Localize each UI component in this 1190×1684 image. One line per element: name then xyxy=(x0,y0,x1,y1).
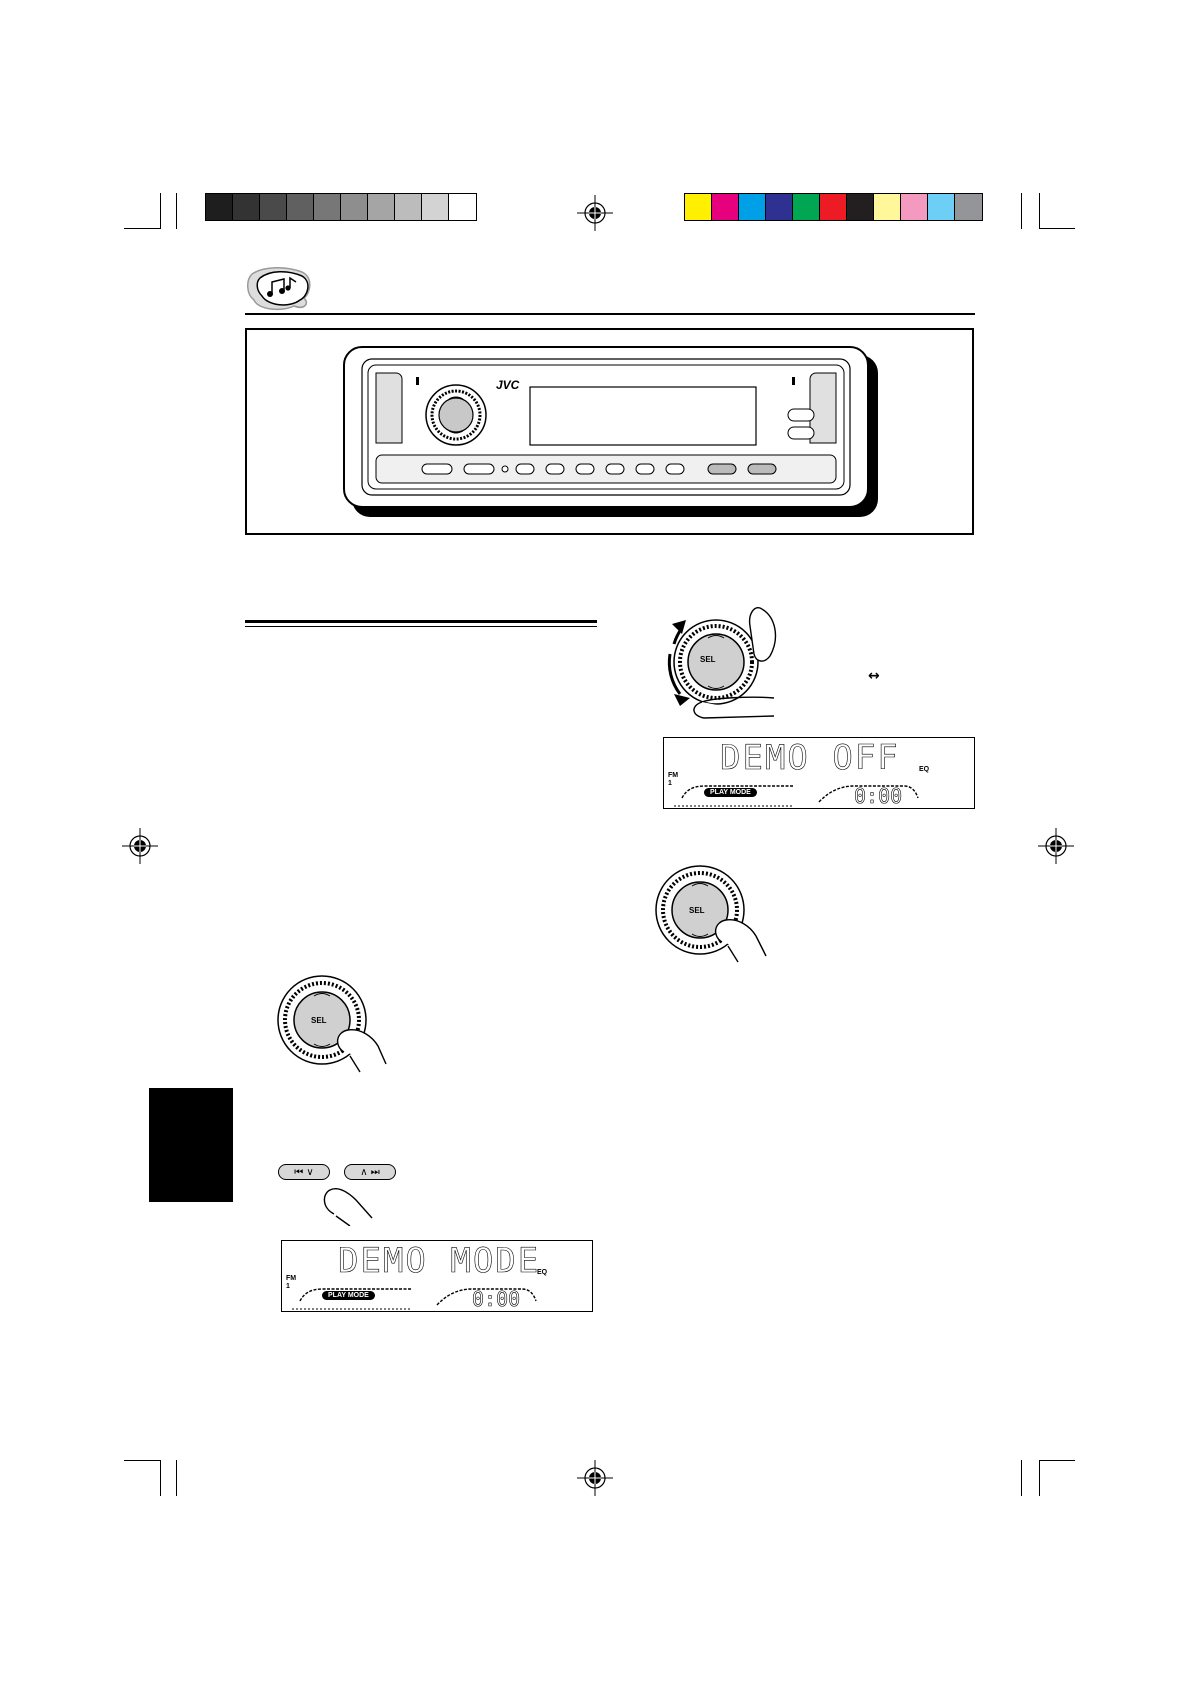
color-swatch xyxy=(712,194,739,220)
lcd-clock: 0:00 xyxy=(472,1287,521,1312)
color-swatch xyxy=(928,194,955,220)
crop-mark xyxy=(1021,193,1022,229)
crop-mark xyxy=(1021,1460,1022,1496)
crop-mark xyxy=(1039,193,1040,229)
process-color-bar xyxy=(684,193,983,221)
color-swatch xyxy=(314,194,341,220)
color-swatch xyxy=(766,194,793,220)
color-swatch xyxy=(955,194,982,220)
color-swatch xyxy=(793,194,820,220)
color-swatch xyxy=(847,194,874,220)
crop-mark xyxy=(124,1460,160,1461)
lcd-band: FM xyxy=(286,1275,297,1282)
brand-logo: JVC xyxy=(496,378,520,392)
crop-mark xyxy=(176,193,177,229)
color-swatch xyxy=(395,194,422,220)
next-up-button[interactable]: ∧ ⏭ xyxy=(344,1164,396,1180)
device-illustration-frame xyxy=(245,328,974,535)
toggle-arrow-icon: ↔ xyxy=(868,668,880,684)
color-swatch xyxy=(206,194,233,220)
crop-mark xyxy=(176,1460,177,1496)
lcd-eq: EQ xyxy=(919,766,930,773)
car-stereo-front-panel xyxy=(343,346,878,517)
lcd-preset: 1 xyxy=(286,1283,290,1290)
header-rule xyxy=(245,313,975,315)
registration-mark-icon xyxy=(577,1460,613,1496)
color-swatch xyxy=(341,194,368,220)
lcd-level-graphic xyxy=(292,1288,537,1310)
color-swatch xyxy=(685,194,712,220)
crop-mark xyxy=(1039,228,1075,229)
color-swatch xyxy=(901,194,928,220)
grayscale-color-bar xyxy=(205,193,477,221)
sel-label: SEL xyxy=(689,906,705,915)
lcd-main-text: DEMO MODE xyxy=(338,1241,541,1282)
sel-dial-rotate-illustration xyxy=(667,607,777,719)
crop-mark xyxy=(1039,1460,1040,1496)
color-swatch xyxy=(820,194,847,220)
color-swatch xyxy=(260,194,287,220)
color-swatch xyxy=(368,194,395,220)
lcd-play-mode: PLAY MODE xyxy=(704,788,757,797)
color-swatch xyxy=(233,194,260,220)
registration-mark-icon xyxy=(1038,828,1074,864)
lcd-eq: EQ xyxy=(537,1269,548,1276)
prev-down-button[interactable]: ⏮ ∨ xyxy=(278,1164,330,1180)
crop-mark xyxy=(160,193,161,229)
registration-mark-icon xyxy=(122,828,158,864)
color-swatch xyxy=(449,194,476,220)
registration-mark-icon xyxy=(577,195,613,231)
lcd-display-demo-off: DEMO OFF FM 1 PLAY MODE EQ 0:00 xyxy=(663,737,975,809)
lcd-clock: 0:00 xyxy=(854,784,903,809)
lcd-main-text: DEMO OFF xyxy=(720,738,900,779)
lcd-band: FM xyxy=(668,772,679,779)
crop-mark xyxy=(124,228,160,229)
language-tab xyxy=(149,1088,233,1202)
lcd-level-graphic xyxy=(674,785,919,807)
music-notes-icon xyxy=(247,267,311,311)
color-swatch xyxy=(739,194,766,220)
crop-mark xyxy=(160,1460,161,1496)
sel-label: SEL xyxy=(700,655,716,664)
color-swatch xyxy=(287,194,314,220)
sel-button-press-illustration xyxy=(655,865,767,963)
color-swatch xyxy=(874,194,901,220)
lcd-play-mode: PLAY MODE xyxy=(322,1291,375,1300)
sel-label: SEL xyxy=(311,1016,327,1025)
crop-mark xyxy=(1039,1460,1075,1461)
lcd-display-demo-mode: DEMO MODE FM 1 PLAY MODE EQ 0:00 xyxy=(281,1240,593,1312)
lcd-preset: 1 xyxy=(668,780,672,787)
section-rule-thin xyxy=(245,626,597,627)
finger-icon xyxy=(323,1188,373,1226)
section-rule-thick xyxy=(245,620,597,623)
sel-button-press-illustration xyxy=(277,975,387,1073)
color-swatch xyxy=(422,194,449,220)
